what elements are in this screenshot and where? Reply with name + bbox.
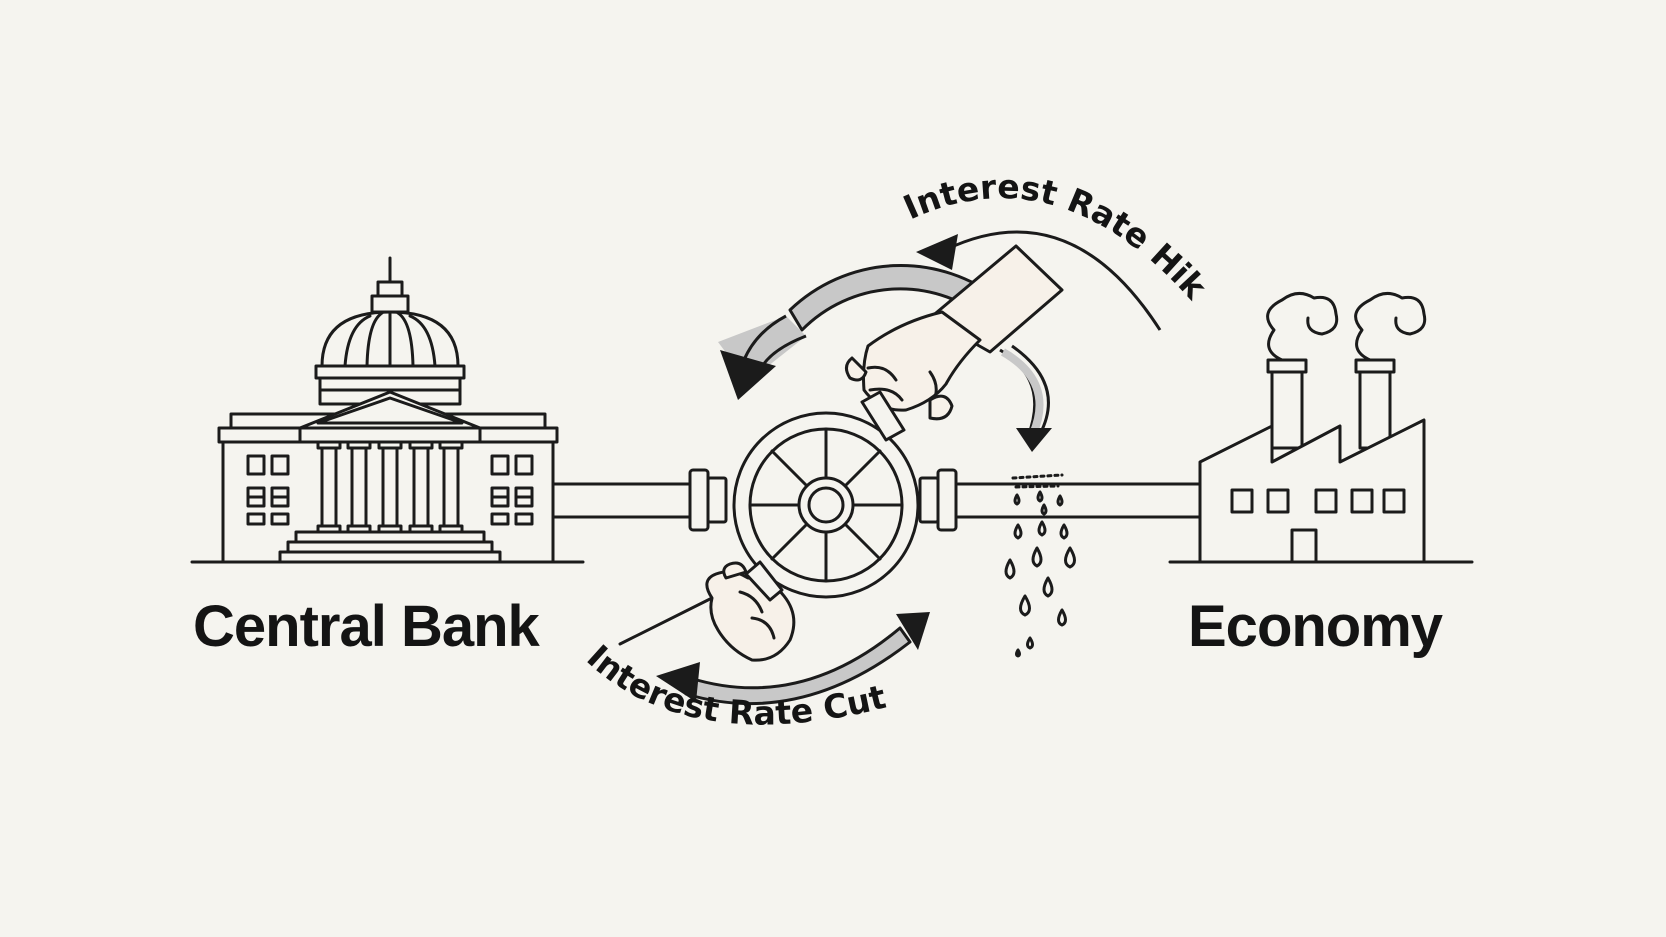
factory-icon [1168,292,1474,564]
water-drops-icon [1004,473,1076,658]
interest-rate-cut-text: Interest Rate Cut [580,637,890,733]
arrow-head-right-down [1016,428,1052,452]
economy-label: Economy [1188,594,1443,659]
arrow-head-hike [916,234,958,270]
central-bank-label: Central Bank [193,594,541,659]
arrow-head-cut-left [656,662,700,702]
arrow-head-top-left [720,350,776,400]
arrow-head-cut-right [896,612,930,650]
interest-rate-cut-label: Interest Rate Cut [580,637,890,733]
pipe [551,468,1202,532]
rotation-arrows [656,230,1162,706]
hand-icon-lower [618,560,796,662]
hand-icon [845,244,1064,442]
central-bank-building-icon [190,256,585,564]
valve-wheel-icon[interactable] [732,411,920,599]
